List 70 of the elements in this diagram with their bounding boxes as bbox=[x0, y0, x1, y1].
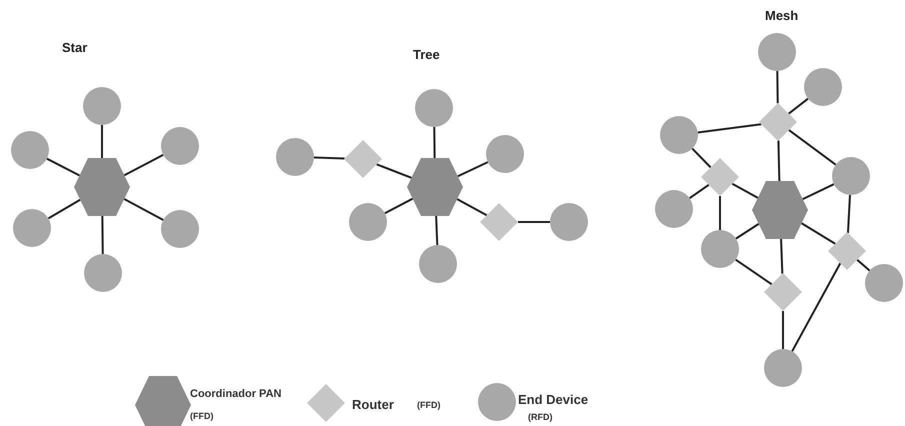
end-device-circle bbox=[276, 138, 314, 176]
end-device-circle bbox=[415, 89, 453, 127]
topology-title: Mesh bbox=[765, 8, 798, 23]
link-line bbox=[384, 198, 414, 214]
end-device-circle bbox=[550, 203, 588, 241]
end-device-circle bbox=[804, 68, 842, 106]
router-diamond bbox=[764, 273, 802, 311]
link-line bbox=[856, 259, 870, 272]
end-device-circle bbox=[660, 116, 698, 154]
end-device-circle bbox=[83, 87, 121, 125]
legend-text: Router bbox=[352, 397, 394, 412]
end-device-circle bbox=[758, 33, 796, 71]
link-line bbox=[433, 126, 436, 158]
link-line bbox=[435, 216, 438, 246]
link-line bbox=[124, 198, 164, 221]
link-line bbox=[314, 156, 345, 160]
coordinator-hexagon bbox=[752, 181, 808, 239]
end-device-circle bbox=[764, 349, 802, 387]
end-device-circle bbox=[655, 190, 693, 228]
link-line bbox=[689, 184, 710, 199]
link-line bbox=[48, 198, 81, 220]
coordinator-hexagon bbox=[407, 158, 463, 216]
link-line bbox=[101, 125, 103, 158]
link-line bbox=[788, 98, 809, 114]
end-device-circle bbox=[161, 127, 199, 165]
link-line bbox=[791, 262, 842, 352]
link-line bbox=[780, 238, 784, 274]
link-line bbox=[776, 70, 779, 104]
router-diamond bbox=[759, 103, 797, 141]
link-line bbox=[732, 182, 758, 199]
link-line bbox=[777, 140, 780, 182]
link-line bbox=[735, 223, 760, 240]
link-line bbox=[846, 194, 851, 234]
legend-text: Coordinador PAN bbox=[190, 388, 282, 400]
link-line bbox=[101, 216, 104, 254]
legend-text: End Device bbox=[518, 392, 588, 407]
link-line bbox=[802, 183, 834, 200]
coordinator-hexagon bbox=[74, 158, 130, 216]
end-device-circle bbox=[865, 264, 903, 302]
device-type-label: (FFD) bbox=[417, 400, 440, 410]
end-device-circle bbox=[486, 135, 524, 173]
router-diamond bbox=[344, 140, 382, 178]
link-line bbox=[46, 158, 80, 176]
router-diamond bbox=[828, 232, 866, 270]
link-line bbox=[735, 258, 772, 286]
end-device-circle bbox=[349, 203, 387, 241]
device-type-label: (RFD) bbox=[528, 412, 552, 422]
device-type-label: (FFD) bbox=[190, 411, 214, 421]
router-diamond bbox=[701, 158, 739, 196]
link-line bbox=[457, 161, 488, 178]
link-line bbox=[782, 311, 784, 349]
end-device-circle bbox=[84, 254, 122, 292]
topology-title: Star bbox=[62, 40, 88, 55]
end-device-circle bbox=[13, 209, 51, 247]
router-diamond bbox=[480, 203, 518, 241]
end-device-circle bbox=[11, 131, 49, 169]
link-line bbox=[376, 163, 412, 179]
topology-title: Tree bbox=[413, 47, 440, 62]
link-line bbox=[698, 123, 762, 134]
link-line bbox=[456, 198, 488, 216]
link-line bbox=[719, 196, 721, 230]
link-line bbox=[788, 129, 836, 166]
end-device-circle bbox=[419, 245, 457, 283]
link-line bbox=[692, 148, 712, 168]
end-device-circle bbox=[832, 157, 870, 195]
end-device-circle bbox=[701, 230, 739, 268]
link-line bbox=[801, 222, 836, 245]
link-line bbox=[518, 221, 550, 223]
link-line bbox=[124, 154, 164, 176]
end-device-circle bbox=[161, 210, 199, 248]
